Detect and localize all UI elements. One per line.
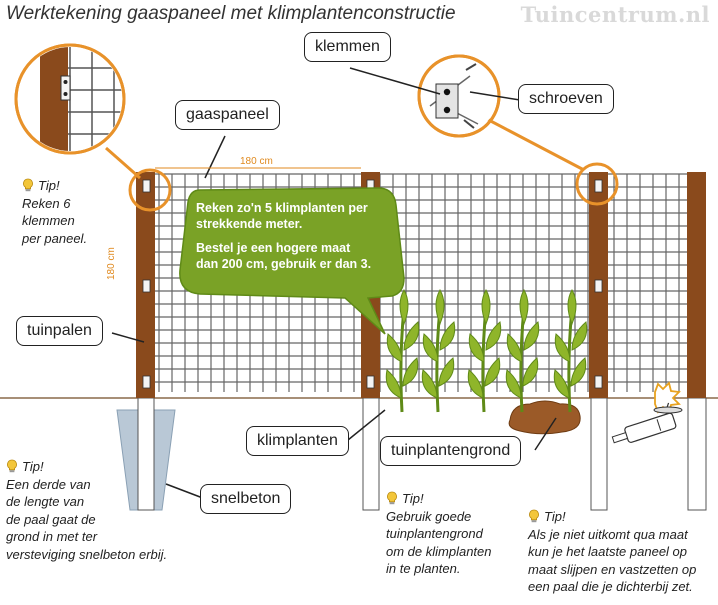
klimplanten-group (385, 288, 588, 413)
plant-leaf (468, 333, 485, 363)
lightbulb-icon (386, 491, 398, 505)
tip-snelbeton-line: versteviging snelbeton erbij. (6, 546, 168, 562)
tip-klemmen-head: Tip! (38, 178, 60, 193)
plant-leaf (523, 321, 540, 351)
plant-leaf (386, 333, 403, 363)
plant-leaf (422, 333, 439, 363)
plant-leaf (385, 369, 402, 399)
plant-leaf (519, 288, 529, 326)
tip-snelbeton-line: grond in met ter (6, 529, 98, 544)
label-klimplanten: klimplanten (246, 426, 349, 456)
tip-klemmen-line: klemmen (22, 213, 75, 228)
plant-leaf (522, 357, 539, 387)
plant-leaf (403, 321, 420, 351)
post-underground-2 (362, 397, 380, 511)
plant-leaf (439, 321, 456, 351)
plant-leaf (421, 369, 438, 399)
tip-snelbeton-head: Tip! (22, 459, 44, 474)
klimplant (385, 288, 420, 413)
label-snelbeton: snelbeton (200, 484, 292, 514)
tip-paneel-slijpen-head: Tip! (544, 509, 566, 524)
tip-paneel-slijpen-line: kun je het laatste paneel op (528, 544, 688, 559)
plant-leaf (435, 288, 445, 326)
lightbulb-icon (6, 459, 18, 473)
label-gaaspaneel: gaaspaneel (175, 100, 280, 130)
tip-tuinplantengrond-head: Tip! (402, 491, 424, 506)
plant-leaf (481, 288, 491, 326)
zoom-detail-clamp (421, 58, 497, 134)
plant-leaf (485, 321, 502, 351)
tip-tuinplantengrond-line: Gebruik goede (386, 508, 472, 524)
tip-snelbeton-line: de lengte van (6, 494, 85, 509)
tip-tuinplantengrond-line: om de klimplanten (386, 543, 492, 559)
plant-leaf (506, 333, 523, 363)
plant-leaf (399, 288, 409, 326)
lightbulb-icon (528, 509, 540, 523)
tip-bubble (179, 187, 405, 335)
tip-snelbeton-line: de paal gaat de (6, 511, 96, 527)
klimplant (553, 288, 588, 413)
plant-leaf (467, 369, 484, 399)
tip-paneel-slijpen-line: een paal die je dichterbij zet. (528, 579, 693, 594)
diagram-title: Werktekening gaaspaneel met klimplantenc… (6, 3, 456, 24)
tip-tuinplantengrond: Tip! Gebruik goede tuinplantengrond om d… (386, 490, 492, 578)
dimension-width-label: 180 cm (240, 156, 273, 167)
tip-paneel-slijpen-line: maat slijpen en vastzetten op (528, 561, 697, 577)
plant-leaf (567, 288, 577, 326)
label-schroeven: schroeven (518, 84, 614, 114)
post-underground-4 (687, 397, 707, 511)
tuinplantengrond-shape (508, 400, 581, 435)
tip-klemmen-line: Reken 6 (22, 195, 71, 211)
plant-leaf (438, 357, 455, 387)
plant-leaf (484, 357, 501, 387)
tip-tuinplantengrond-line: tuinplantengrond (386, 526, 483, 541)
tip-klemmen-line: per paneel. (22, 230, 88, 246)
callout-circle-small-left (128, 168, 172, 212)
bubble-line-4: dan 200 cm, gebruik er dan 3. (196, 257, 372, 271)
tip-snelbeton-line: Een derde van (6, 476, 91, 492)
label-tuinpalen: tuinpalen (16, 316, 103, 346)
klimplant (467, 288, 502, 413)
bubble-line-2: strekkende meter. (196, 217, 303, 231)
klimplant (421, 288, 456, 413)
klimplant (505, 288, 540, 413)
grinder-icon (611, 381, 683, 444)
label-tuinplantengrond: tuinplantengrond (380, 436, 522, 466)
tip-tuinplantengrond-line: in te planten. (386, 561, 461, 576)
plant-leaf (554, 333, 571, 363)
tip-paneel-slijpen-line: Als je niet uitkomt qua maat (528, 526, 688, 542)
bubble-line-1: Reken zo'n 5 klimplanten per (196, 201, 368, 215)
brand-logo: Tuincentrum.nl (520, 2, 710, 27)
plant-leaf (570, 357, 587, 387)
plant-leaf (571, 321, 588, 351)
tuinpaal-4 (687, 172, 706, 398)
post-underground-3 (590, 397, 608, 511)
label-pointers (111, 67, 557, 501)
bubble-line-3: Bestel je een hogere maat (196, 241, 351, 255)
tip-paneel-slijpen: Tip! Als je niet uitkomt qua maat kun je… (528, 508, 696, 596)
tip-snelbeton: Tip! Een derde van de lengte van de paal… (6, 458, 167, 563)
plant-leaf (553, 369, 570, 399)
zoom-detail-post (18, 47, 122, 151)
dimension-height-label: 180 cm (106, 247, 117, 280)
bubble-text: Reken zo'n 5 klimplanten per strekkende … (196, 200, 396, 272)
plant-leaf (402, 357, 419, 387)
label-klemmen: klemmen (304, 32, 391, 62)
lightbulb-icon (22, 178, 34, 192)
callout-circle-small-right (575, 162, 619, 206)
plant-leaf (505, 369, 522, 399)
tip-klemmen: Tip! Reken 6 klemmen per paneel. (22, 177, 87, 247)
